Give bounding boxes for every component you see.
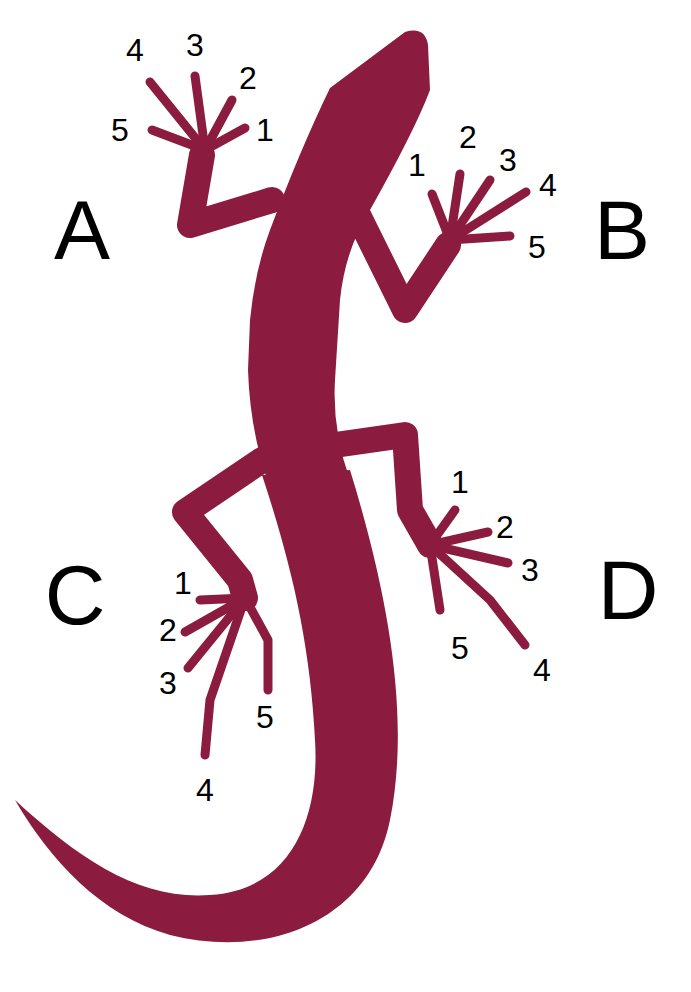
- hind-right-leg: [335, 435, 430, 545]
- digit-number: 1: [256, 114, 274, 146]
- digit-number: 2: [459, 121, 477, 153]
- lizard-body: [248, 31, 430, 482]
- front-left-leg: [190, 155, 272, 225]
- digit-number: 4: [126, 34, 144, 66]
- digit-number: 1: [174, 567, 192, 599]
- digit-number: 4: [533, 654, 551, 686]
- digit-line: [205, 100, 232, 150]
- digit-number: 3: [159, 667, 177, 699]
- digit-line: [450, 236, 510, 240]
- digit-number: 5: [256, 701, 274, 733]
- limb-letter: C: [45, 553, 106, 637]
- digit-number: 2: [159, 614, 177, 646]
- limb-letter: B: [594, 188, 650, 272]
- front-right-leg: [358, 215, 448, 310]
- limb-letter: A: [54, 188, 110, 272]
- digit-number: 3: [521, 554, 539, 586]
- hind-left-leg: [185, 460, 262, 598]
- digit-line: [205, 598, 245, 755]
- digit-number: 4: [539, 169, 557, 201]
- digit-number: 5: [451, 632, 469, 664]
- digit-number: 4: [196, 774, 214, 806]
- digit-number: 1: [408, 149, 426, 181]
- digit-number: 5: [528, 231, 546, 263]
- digit-number: 3: [186, 29, 204, 61]
- digit-line: [152, 130, 205, 150]
- limb-letter: D: [598, 548, 659, 632]
- digit-line: [430, 545, 525, 645]
- digit-number: 1: [451, 466, 469, 498]
- digit-line: [245, 598, 268, 690]
- digit-number: 2: [496, 511, 514, 543]
- digit-number: 3: [499, 144, 517, 176]
- digit-line: [430, 545, 440, 610]
- digit-line: [450, 192, 526, 240]
- digit-number: 2: [239, 62, 257, 94]
- digit-line: [150, 82, 205, 150]
- digit-number: 5: [111, 114, 129, 146]
